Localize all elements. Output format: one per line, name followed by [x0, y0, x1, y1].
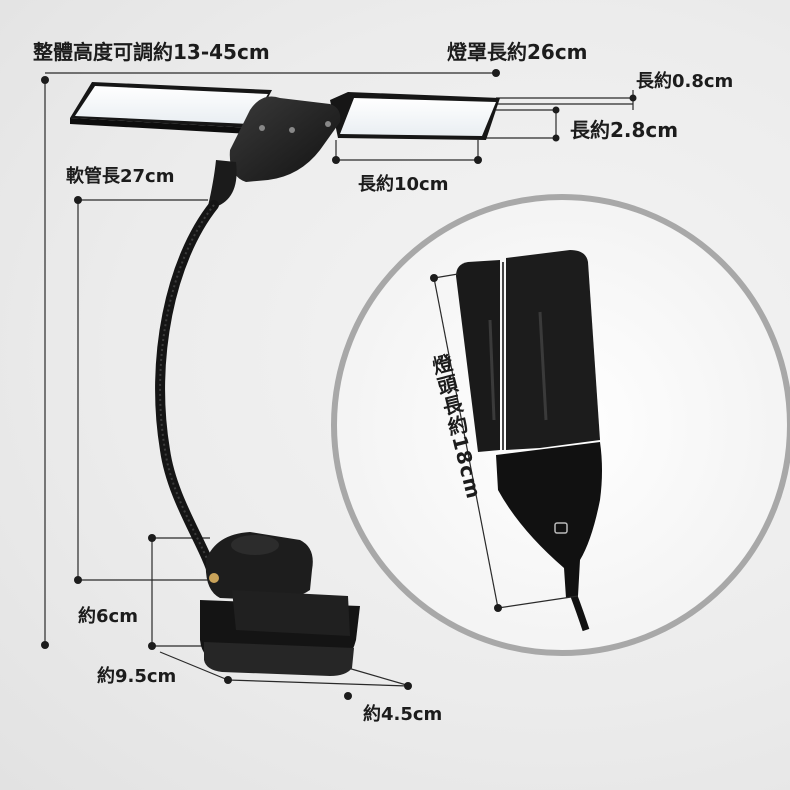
base-length-line — [159, 651, 229, 681]
clip-base-plate — [204, 642, 354, 676]
lamp-head — [70, 82, 500, 206]
dimension-lines — [44, 72, 634, 687]
left-light-panel — [75, 86, 268, 124]
base-width-guide — [347, 667, 411, 687]
panel-length-label: 長約10cm — [358, 174, 449, 195]
shade-length-label: 燈罩長約26cm — [447, 40, 588, 64]
clip-height-label: 約6cm — [78, 606, 138, 627]
hose-length-label: 軟管長27cm — [66, 166, 175, 187]
neck-connector — [208, 160, 237, 206]
head-right-arm — [506, 250, 600, 450]
dimension-endpoints — [41, 69, 637, 700]
clip-top — [205, 532, 313, 600]
power-button-icon — [554, 522, 568, 534]
inset-magnifier — [331, 194, 790, 656]
base-width-line — [227, 679, 409, 687]
panel-thickness-label: 長約0.8cm — [636, 71, 734, 92]
clip-pad — [232, 590, 350, 636]
right-light-panel — [340, 98, 496, 136]
gooseneck-hose — [155, 200, 219, 583]
base-length-label: 約9.5cm — [97, 666, 177, 687]
pivot-screw — [209, 573, 219, 583]
total-height-label: 整體高度可調約13-45cm — [33, 40, 270, 64]
head-left-arm — [456, 260, 500, 452]
base-width-label: 約4.5cm — [363, 704, 443, 725]
hinge-body — [229, 96, 341, 182]
panel-width-label: 長約2.8cm — [570, 118, 679, 142]
clip-base — [200, 532, 360, 676]
head-joint — [496, 442, 602, 598]
